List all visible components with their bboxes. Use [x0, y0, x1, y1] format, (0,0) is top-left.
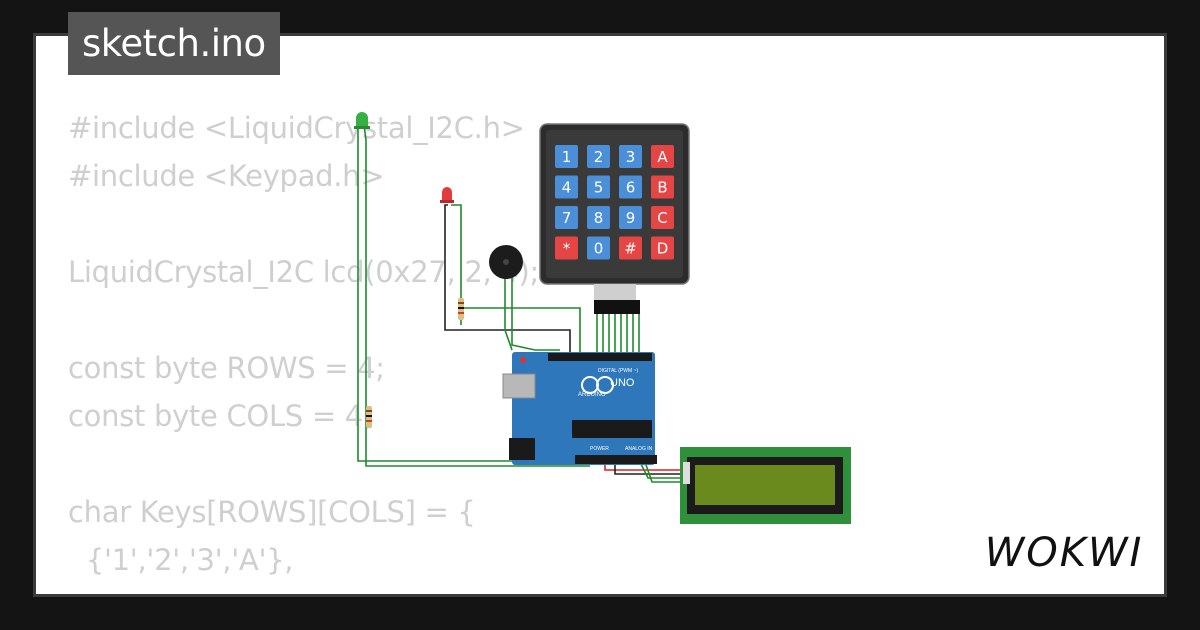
- resistor-2[interactable]: [366, 406, 372, 428]
- key-8[interactable]: 8: [587, 206, 610, 229]
- code-line: const byte ROWS = 4;: [68, 351, 385, 385]
- green-led[interactable]: [354, 112, 370, 129]
- key-label: A: [657, 148, 668, 166]
- wokwi-logo-text: WOKWI: [985, 530, 1144, 576]
- key-A[interactable]: A: [651, 145, 674, 168]
- key-4[interactable]: 4: [555, 175, 578, 199]
- red-led[interactable]: [440, 187, 454, 203]
- code-preview: #include <LiquidCrystal_I2C.h>#include <…: [68, 104, 539, 594]
- code-line: {'4','5','6','B'},: [68, 584, 539, 594]
- key-1[interactable]: 1: [555, 145, 578, 168]
- key-label: 4: [562, 179, 572, 197]
- buzzer[interactable]: [489, 245, 523, 279]
- key-5[interactable]: 5: [587, 175, 610, 199]
- analog-header-label: ANALOG IN: [625, 446, 653, 452]
- key-label: 0: [594, 240, 604, 258]
- arduino-model-label: UNO: [610, 377, 635, 389]
- lcd-display[interactable]: [680, 447, 851, 524]
- key-9[interactable]: 9: [619, 206, 642, 229]
- arduino-brand-label: ARDUINO: [578, 392, 606, 398]
- code-line: #include <Keypad.h>: [68, 159, 385, 193]
- wokwi-logo: WOKWI: [985, 530, 1144, 576]
- key-7[interactable]: 7: [555, 206, 578, 229]
- key-2[interactable]: 2: [587, 145, 610, 168]
- key-D[interactable]: D: [651, 236, 674, 260]
- keypad[interactable]: 1 2 3 A 4 5 6 B 7 8 9 C * 0 # D: [539, 123, 690, 314]
- sketch-title: sketch.ino: [68, 12, 280, 75]
- digital-header-label: DIGITAL (PWM ~): [598, 368, 638, 374]
- key-B[interactable]: B: [651, 175, 674, 199]
- key-label: 2: [594, 148, 604, 166]
- key-label: 3: [626, 148, 636, 166]
- key-3[interactable]: 3: [619, 145, 642, 168]
- key-label: 1: [562, 148, 572, 166]
- key-label: 9: [626, 209, 636, 227]
- key-label: C: [657, 209, 667, 227]
- key-#[interactable]: #: [619, 236, 642, 260]
- code-line: {'1','2','3','A'},: [68, 543, 294, 577]
- code-line: char Keys[ROWS][COLS] = {: [68, 495, 476, 529]
- code-line: LiquidCrystal_I2C lcd(0x27, 2, 4);: [68, 255, 539, 289]
- key-label: 5: [594, 179, 604, 197]
- key-C[interactable]: C: [651, 206, 674, 229]
- key-0[interactable]: 0: [587, 236, 610, 260]
- key-label: B: [657, 179, 667, 197]
- key-label: D: [657, 240, 669, 258]
- code-line: const byte COLS = 4;: [68, 399, 373, 433]
- resistor-1[interactable]: [458, 298, 464, 320]
- key-label: 8: [594, 209, 604, 227]
- key-*[interactable]: *: [555, 236, 578, 260]
- key-label: 6: [626, 179, 636, 197]
- key-label: *: [563, 240, 571, 258]
- key-label: 7: [562, 209, 572, 227]
- power-header-label: POWER: [590, 446, 609, 452]
- key-6[interactable]: 6: [619, 175, 642, 199]
- arduino-uno[interactable]: UNO ARDUINO DIGITAL (PWM ~) ANALOG IN PO…: [502, 352, 657, 465]
- key-label: #: [624, 240, 637, 258]
